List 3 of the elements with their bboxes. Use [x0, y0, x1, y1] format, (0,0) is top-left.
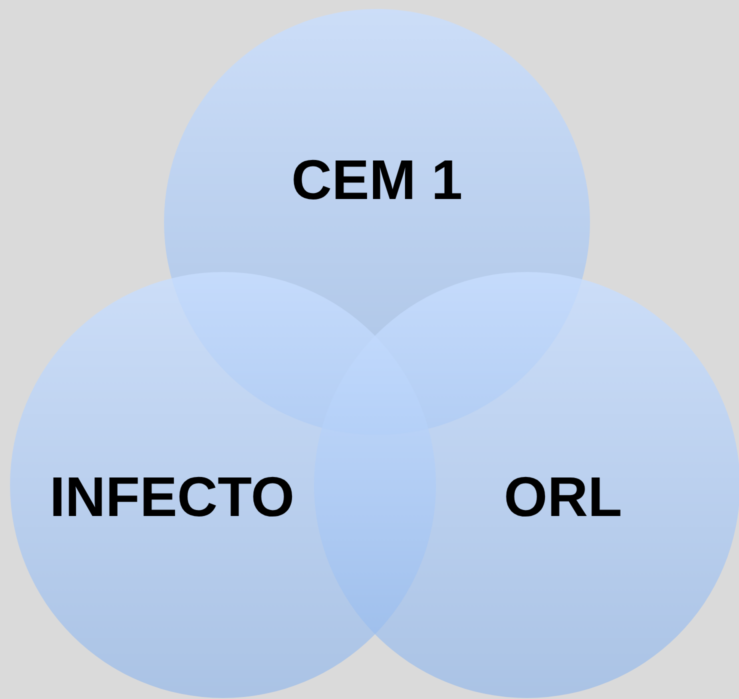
circle-label: CEM 1: [291, 152, 463, 208]
circle-label: ORL: [504, 469, 622, 525]
circle-label: INFECTO: [50, 469, 294, 525]
